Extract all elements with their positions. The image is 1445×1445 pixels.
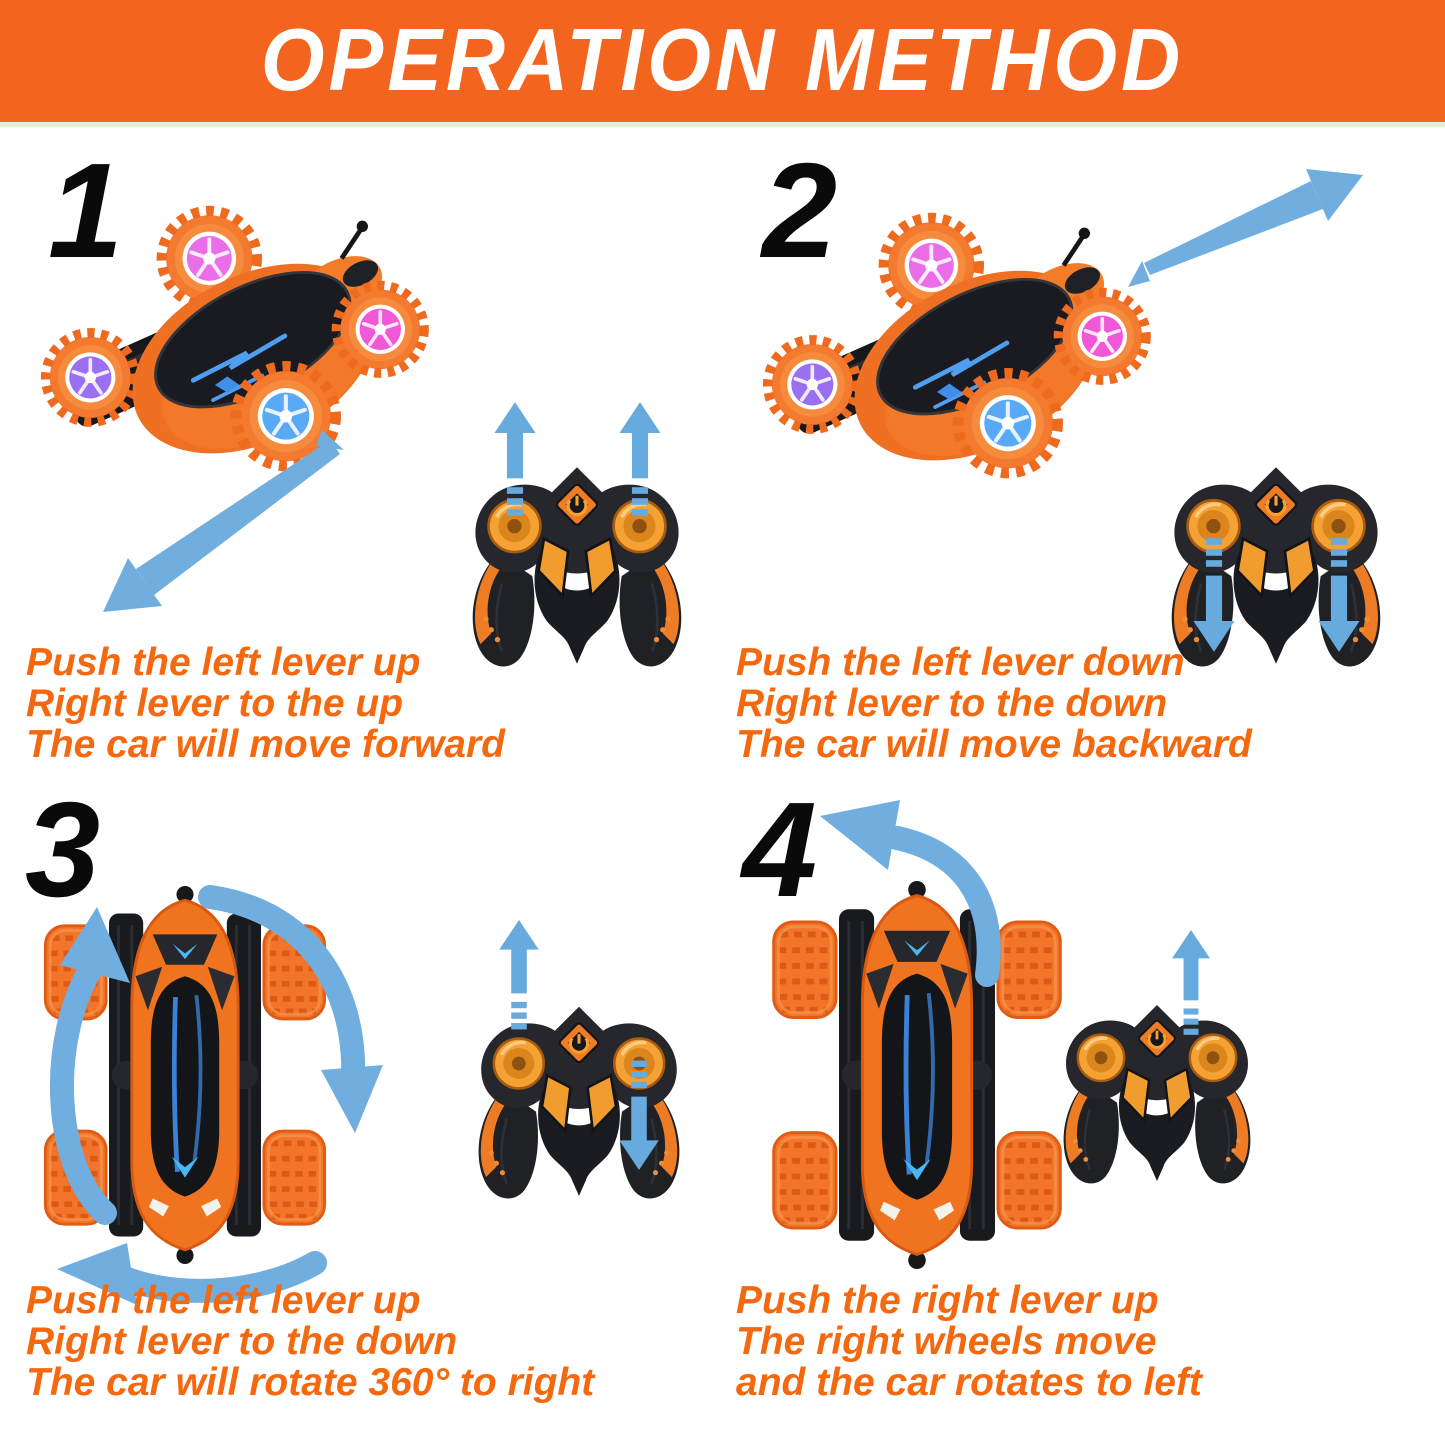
caption-line: and the car rotates to left [736, 1361, 1202, 1404]
steps-grid: 1 Push the left lever up Right lever to … [0, 127, 1445, 1445]
banner: OPERATION METHOD [0, 0, 1445, 127]
rotate-clockwise-arrows-icon [49, 885, 383, 1305]
motion-arrow-down-left-icon [103, 430, 344, 612]
step-caption: Push the left lever down Right lever to … [736, 642, 1252, 765]
caption-line: The car will move forward [26, 723, 505, 766]
step-4: 4 Push the right lever up The right whee… [722, 780, 1445, 1445]
step-caption: Push the right lever up The right wheels… [736, 1280, 1202, 1403]
left-lever-up-arrow-icon [493, 402, 537, 527]
step-1: 1 Push the left lever up Right lever to … [0, 127, 722, 780]
remote-controller-photo [1037, 985, 1277, 1193]
motion-arrow-up-right-icon [1128, 169, 1363, 287]
caption-line: Right lever to the down [736, 682, 1168, 725]
caption-line: The right wheels move [736, 1320, 1157, 1363]
caption-line: Push the right lever up [736, 1279, 1159, 1322]
step-number: 4 [742, 774, 818, 925]
step-2: 2 Push the left lever down Right lever t… [722, 127, 1445, 780]
stunt-car-photo [750, 182, 1175, 517]
caption-line: Push the left lever up [26, 641, 421, 684]
right-lever-down-arrow-icon [1317, 527, 1361, 652]
step-number: 3 [25, 774, 101, 925]
caption-line: Right lever to the up [26, 682, 404, 725]
page-title: OPERATION METHOD [260, 11, 1185, 110]
step-3: 3 Push the left lever up Right lever to … [0, 780, 722, 1445]
left-lever-up-arrow-icon [497, 920, 541, 1040]
right-lever-up-arrow-icon [1169, 930, 1213, 1045]
curved-arrow-up-left-icon [820, 800, 1001, 987]
caption-line: The car will move backward [736, 723, 1252, 766]
right-lever-down-arrow-icon [617, 1050, 661, 1170]
caption-line: The car will rotate 360° to right [26, 1361, 595, 1404]
caption-line: Right lever to the down [26, 1320, 458, 1363]
remote-controller-photo [450, 985, 708, 1209]
caption-line: Push the left lever down [736, 641, 1185, 684]
step-number: 1 [48, 135, 124, 286]
right-lever-up-arrow-icon [618, 402, 662, 527]
caption-line: Push the left lever up [26, 1279, 421, 1322]
step-number: 2 [762, 135, 838, 286]
left-lever-down-arrow-icon [1192, 527, 1236, 652]
step-caption: Push the left lever up Right lever to th… [26, 1280, 594, 1403]
step-caption: Push the left lever up Right lever to th… [26, 642, 505, 765]
